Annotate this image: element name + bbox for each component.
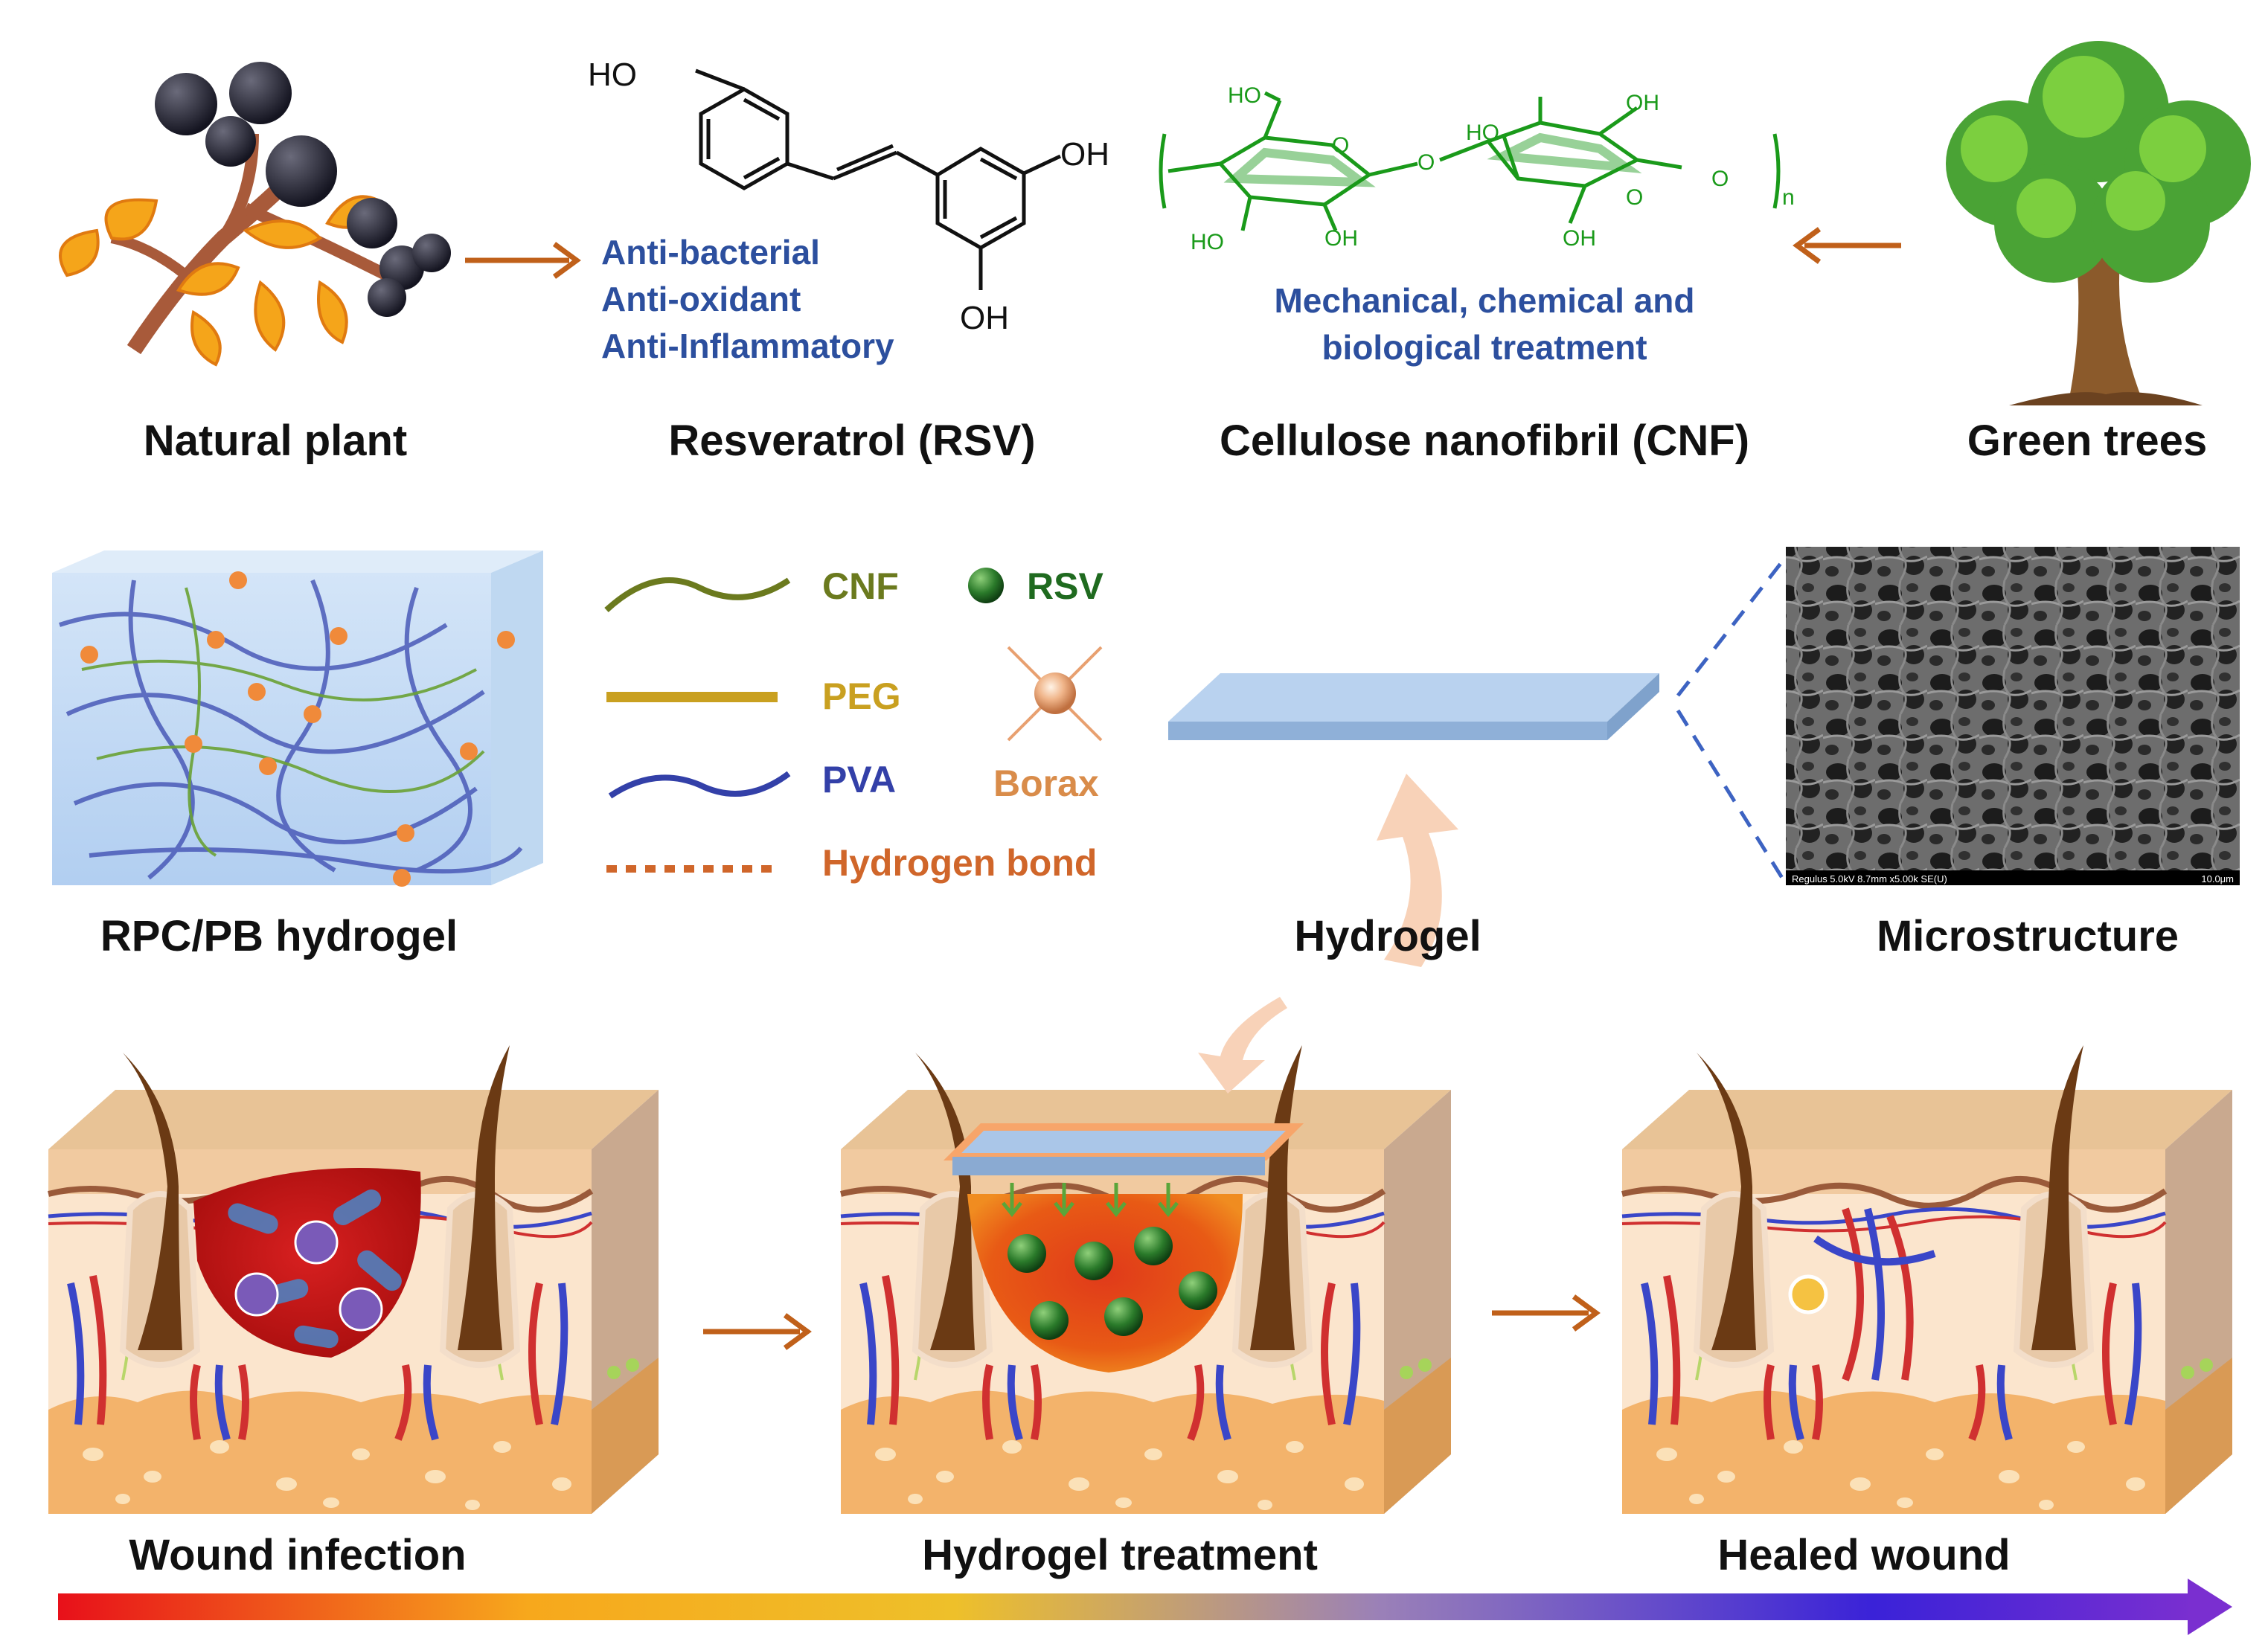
label-cellulose-nanofibril: Cellulose nanofibril (CNF) bbox=[1220, 417, 1749, 465]
label-rpc-pb-hydrogel: RPC/PB hydrogel bbox=[100, 912, 458, 960]
curved-arrow-down bbox=[1198, 997, 1287, 1094]
cnf-n: n bbox=[1782, 185, 1795, 210]
cnf-ho-3: HO bbox=[1466, 121, 1499, 145]
label-green-trees: Green trees bbox=[1967, 417, 2207, 465]
legend-cnf-label: CNF bbox=[822, 565, 899, 607]
cellulose-structure bbox=[1159, 91, 1781, 231]
legend-pva-swatch bbox=[608, 771, 791, 799]
legend-borax-swatch bbox=[1007, 646, 1103, 742]
cnf-treatment-line-1: Mechanical, chemical and bbox=[1274, 281, 1694, 320]
label-wound-infection: Wound infection bbox=[129, 1531, 466, 1579]
legend-peg-swatch bbox=[606, 692, 778, 702]
zoom-line-top bbox=[1676, 560, 1784, 697]
arrow-treatment-to-healed-head bbox=[1572, 1294, 1601, 1332]
cnf-o-1: O bbox=[1332, 133, 1349, 158]
skin-block-hydrogel-treatment bbox=[841, 1045, 1451, 1514]
legend-hbond-label: Hydrogen bond bbox=[822, 842, 1097, 884]
rsv-oh-right: OH bbox=[1060, 136, 1109, 173]
cnf-ho-1: HO bbox=[1228, 83, 1261, 108]
skin-block-wound-infection bbox=[48, 1045, 659, 1514]
cnf-o-2: O bbox=[1626, 185, 1643, 210]
resveratrol-structure bbox=[695, 68, 1062, 290]
sem-info-right: 10.0μm bbox=[2201, 873, 2234, 884]
tree-illustration bbox=[1946, 41, 2251, 405]
hydrogel-sheet bbox=[1168, 673, 1659, 740]
legend-rsv-swatch bbox=[968, 568, 1004, 603]
legend-pva-label: PVA bbox=[822, 759, 896, 800]
label-hydrogel-treatment: Hydrogel treatment bbox=[922, 1531, 1318, 1579]
label-microstructure: Microstructure bbox=[1877, 912, 2179, 960]
rsv-property-3: Anti-Inflammatory bbox=[601, 327, 894, 365]
cnf-o-3: O bbox=[1711, 167, 1729, 191]
arrow-plant-to-rsv-head bbox=[552, 242, 581, 279]
legend-peg-label: PEG bbox=[822, 675, 901, 717]
rsv-property-2: Anti-oxidant bbox=[601, 280, 801, 318]
rsv-property-1: Anti-bacterial bbox=[601, 233, 820, 272]
cnf-ho-2: HO bbox=[1191, 230, 1224, 254]
arrow-infection-to-treatment-head bbox=[783, 1313, 812, 1350]
rpc-pb-hydrogel-cube bbox=[52, 550, 543, 887]
zoom-line-bottom bbox=[1676, 709, 1784, 879]
label-healed-wound: Healed wound bbox=[1717, 1531, 2010, 1579]
label-resveratrol: Resveratrol (RSV) bbox=[668, 417, 1035, 465]
curved-arrow-up bbox=[1377, 774, 1458, 967]
sem-microstructure-image: Regulus 5.0kV 8.7mm x5.00k SE(U) 10.0μm bbox=[1786, 547, 2240, 885]
legend-rsv-label: RSV bbox=[1027, 565, 1103, 607]
cnf-oh-3: OH bbox=[1563, 226, 1596, 251]
cnf-o-link: O bbox=[1418, 150, 1435, 175]
skin-block-healed-wound bbox=[1622, 1045, 2232, 1514]
natural-plant-illustration bbox=[59, 62, 451, 367]
sem-info-left: Regulus 5.0kV 8.7mm x5.00k SE(U) bbox=[1792, 873, 1947, 884]
cnf-oh-1: OH bbox=[1324, 226, 1358, 251]
cnf-oh-2: OH bbox=[1626, 91, 1659, 115]
label-natural-plant: Natural plant bbox=[144, 417, 408, 465]
legend: CNF RSV PEG Borax PVA Hydrogen bond bbox=[604, 565, 1103, 884]
legend-cnf-swatch bbox=[604, 577, 791, 612]
label-hydrogel: Hydrogel bbox=[1294, 912, 1481, 960]
arrow-trees-to-cnf-head bbox=[1793, 227, 1822, 264]
legend-borax-label: Borax bbox=[993, 762, 1099, 804]
cnf-treatment-line-2: biological treatment bbox=[1322, 328, 1647, 367]
healing-progress-arrow bbox=[58, 1579, 2232, 1635]
rsv-oh-bottom: OH bbox=[960, 300, 1009, 336]
rsv-ho: HO bbox=[588, 57, 637, 93]
